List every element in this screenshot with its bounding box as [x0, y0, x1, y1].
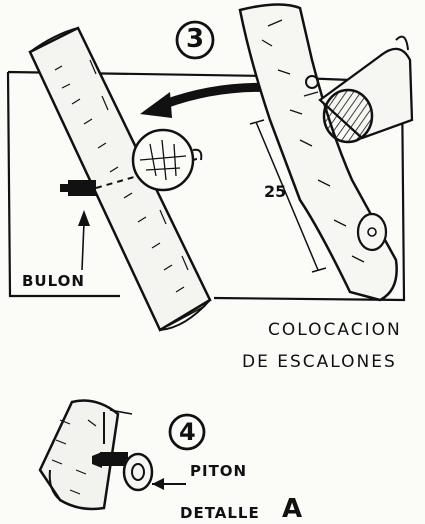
dimension-line [249, 119, 327, 273]
piton-label: PITON [190, 462, 248, 480]
caption-line-2: DE ESCALONES [242, 352, 397, 372]
cut-branch [318, 35, 414, 144]
figure-3-number: 3 [186, 24, 205, 54]
bolt-leader [78, 210, 90, 271]
tree-trunk [238, 3, 398, 302]
figure-4-number: 4 [179, 418, 196, 446]
detail-label: DETALLE [180, 504, 260, 522]
dimension-value: 25 [264, 182, 287, 201]
caption-line-1: COLOCACION [268, 320, 402, 340]
curved-arrow [140, 82, 285, 118]
detail-a-drawing [38, 399, 186, 511]
figure-4-circle [168, 413, 206, 451]
detail-letter: A [282, 494, 303, 524]
bolt-label: BULON [22, 272, 85, 290]
figure-3-circle [175, 20, 215, 60]
detail-circle [131, 128, 203, 192]
step-pole [28, 26, 212, 332]
